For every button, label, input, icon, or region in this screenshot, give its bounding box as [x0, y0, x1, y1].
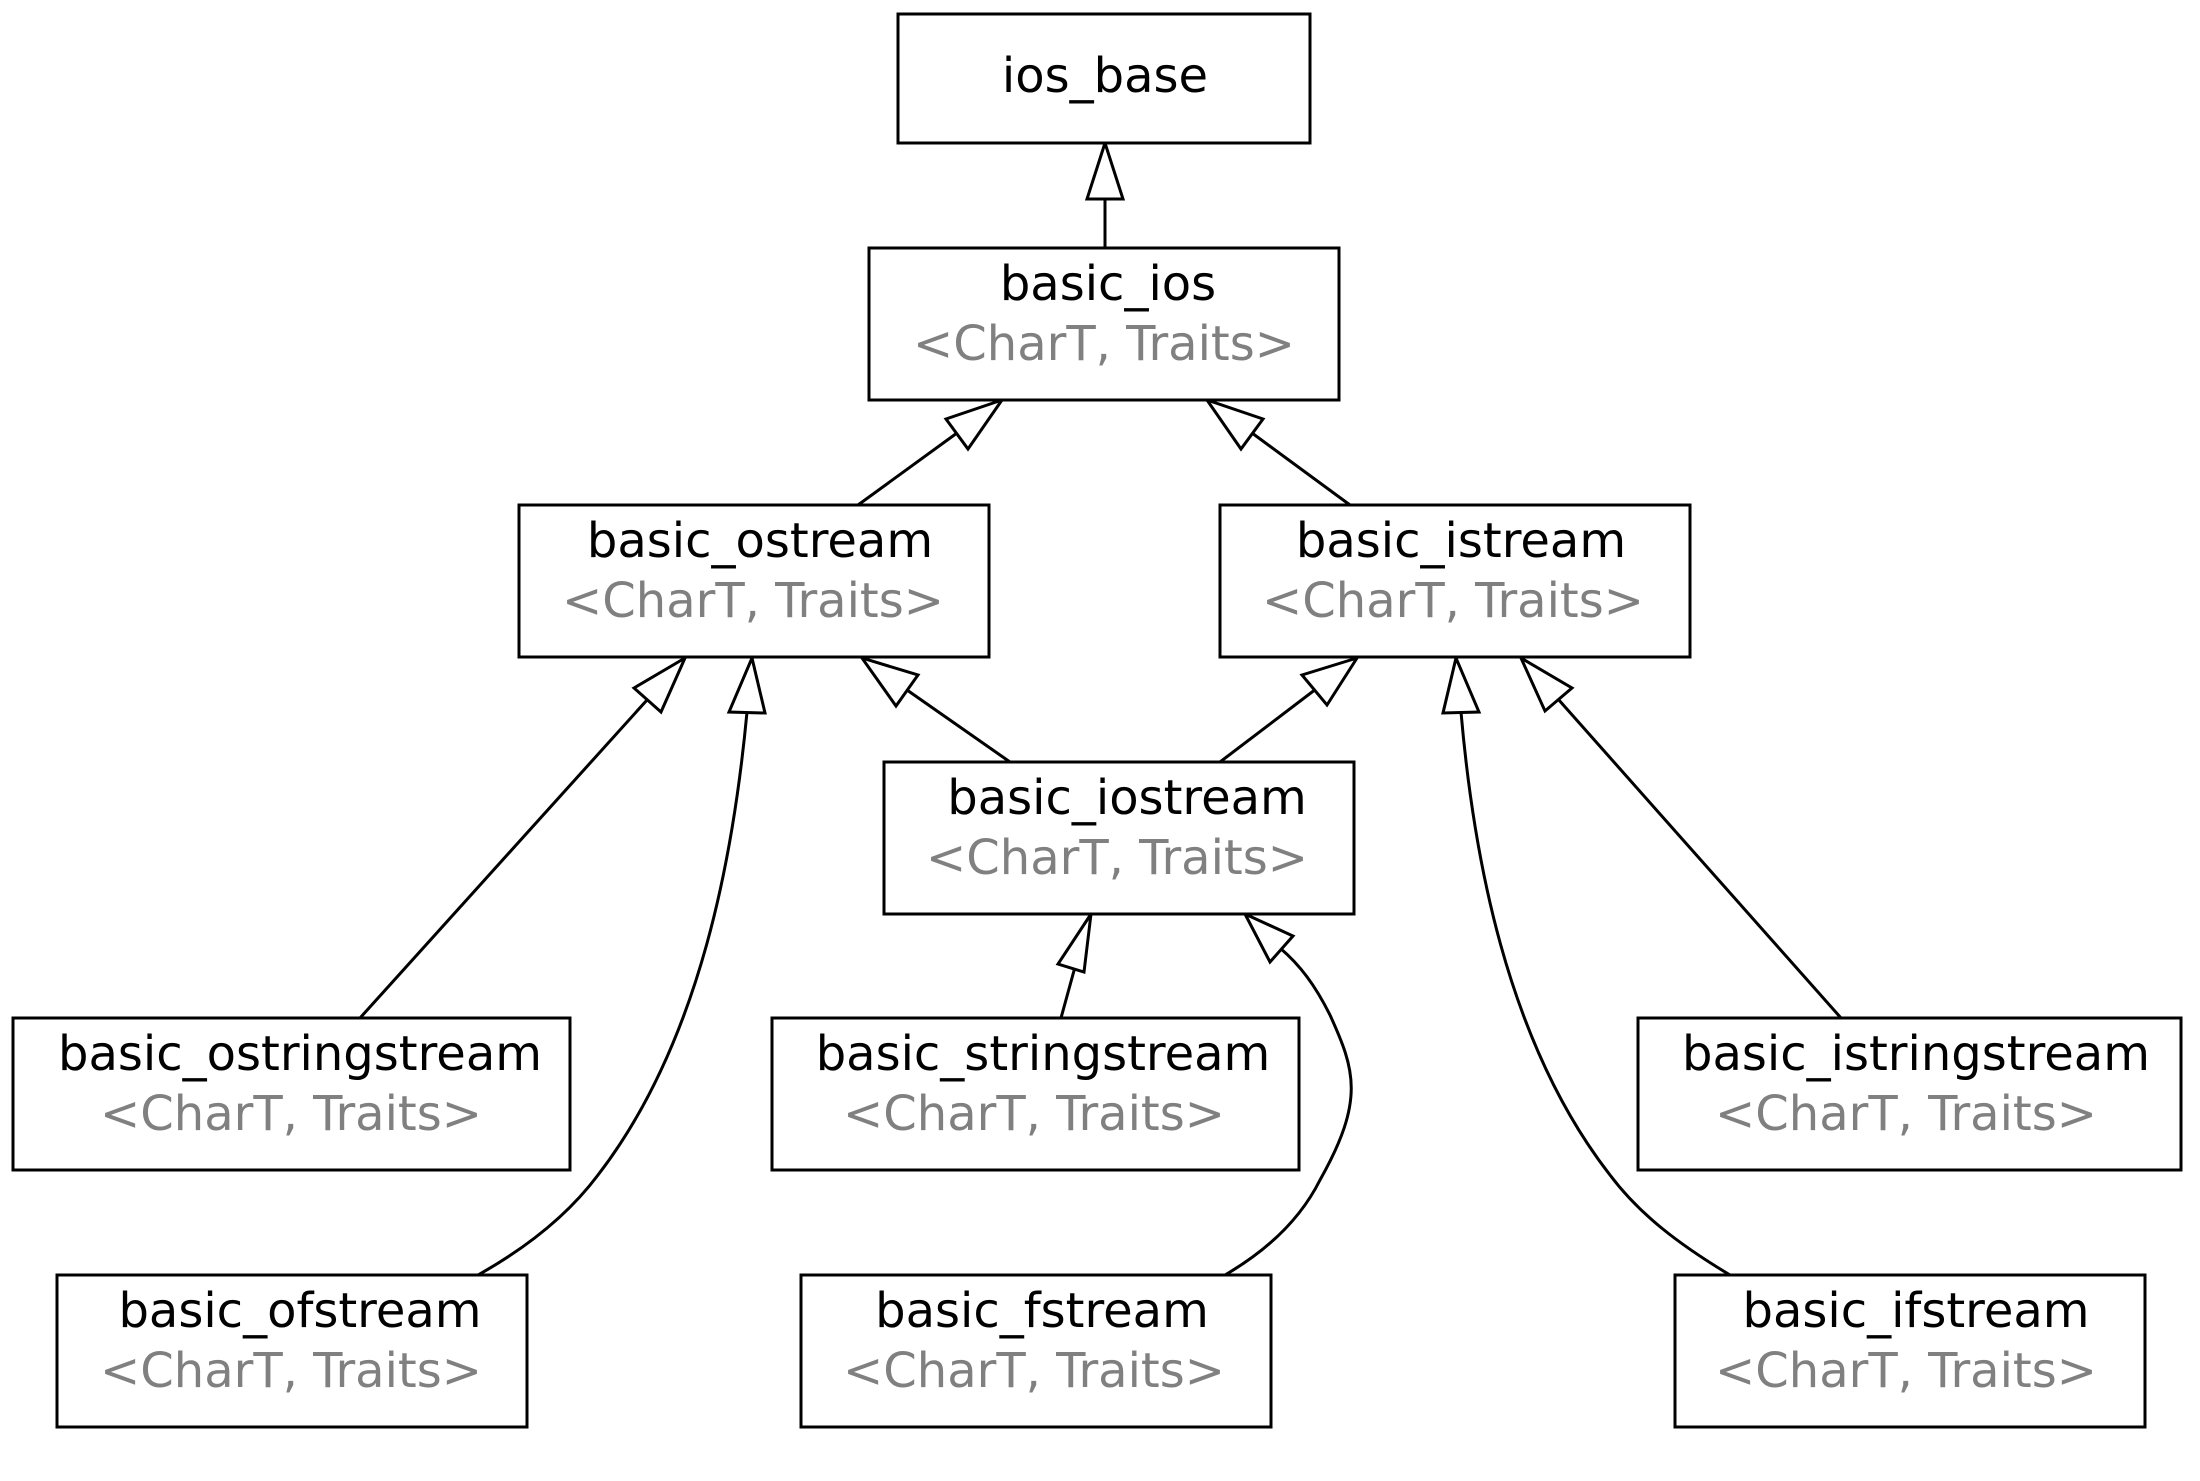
class-node-basic-istream[interactable]: basic_istream <CharT, Traits> [1218, 503, 1692, 659]
edge-basic-stringstream-to-basic-iostream [1055, 913, 1093, 1019]
class-name: basic_ofstream [118, 1283, 481, 1339]
edge-basic-iostream-to-basic-istream [1219, 655, 1361, 764]
template-params: <CharT, Traits> [1262, 573, 1644, 629]
class-name: basic_ios [1000, 256, 1216, 312]
edges [358, 138, 1843, 1277]
template-params: <CharT, Traits> [843, 1086, 1225, 1142]
class-node-basic-istringstream[interactable]: basic_istringstream <CharT, Traits> [1636, 1016, 2183, 1172]
edge-line [1059, 966, 1077, 1019]
edge-basic-ofstream-to-basic-ostream [477, 653, 767, 1277]
edge-basic-iostream-to-basic-ostream [858, 655, 1011, 764]
template-params: <CharT, Traits> [1715, 1086, 2097, 1142]
inheritance-arrow-icon [631, 654, 689, 715]
template-params: <CharT, Traits> [100, 1343, 482, 1399]
class-name: basic_ifstream [1742, 1283, 2089, 1339]
edge-line [358, 698, 649, 1020]
inheritance-arrow-icon [1241, 910, 1296, 965]
edge-line [1556, 698, 1843, 1019]
class-node-basic-stringstream[interactable]: basic_stringstream <CharT, Traits> [770, 1016, 1301, 1172]
template-params: <CharT, Traits> [843, 1343, 1225, 1399]
template-params: <CharT, Traits> [1715, 1343, 2097, 1399]
class-node-basic-ios[interactable]: basic_ios <CharT, Traits> [867, 246, 1341, 402]
edge-basic-istringstream-to-basic-istream [1517, 654, 1843, 1019]
template-params: <CharT, Traits> [562, 573, 944, 629]
inheritance-arrow-icon [726, 653, 767, 715]
class-node-basic-ostream[interactable]: basic_ostream <CharT, Traits> [517, 503, 991, 659]
inheritance-arrow-icon [1299, 655, 1361, 708]
class-name: basic_ostream [587, 513, 933, 569]
inheritance-arrow-icon [1055, 913, 1093, 974]
template-params: <CharT, Traits> [100, 1086, 482, 1142]
class-node-basic-ofstream[interactable]: basic_ofstream <CharT, Traits> [55, 1273, 529, 1429]
edge-line [1459, 711, 1731, 1277]
edge-line [477, 711, 749, 1277]
edge-basic-ostringstream-to-basic-ostream [358, 654, 689, 1020]
nodes: ios_base basic_ios <CharT, Traits> basic… [11, 12, 2183, 1429]
edge-basic-ostream-to-basic-ios [857, 397, 1006, 507]
class-name: basic_stringstream [816, 1026, 1271, 1082]
class-name: basic_fstream [875, 1283, 1209, 1339]
inheritance-arrow-icon [858, 655, 921, 709]
class-name: basic_istream [1296, 513, 1626, 569]
class-name: basic_iostream [947, 770, 1307, 826]
edge-line [1251, 431, 1351, 507]
edge-basic-ifstream-to-basic-istream [1441, 653, 1731, 1277]
class-node-basic-ifstream[interactable]: basic_ifstream <CharT, Traits> [1673, 1273, 2147, 1429]
inheritance-arrow-icon [1203, 397, 1266, 452]
inheritance-arrow-icon [943, 397, 1006, 452]
inheritance-arrow-icon [1084, 138, 1126, 201]
inheritance-arrow-icon [1441, 653, 1482, 715]
class-name: basic_istringstream [1682, 1026, 2150, 1082]
class-node-basic-ostringstream[interactable]: basic_ostringstream <CharT, Traits> [11, 1016, 572, 1172]
inheritance-arrow-icon [1517, 654, 1575, 714]
class-node-basic-iostream[interactable]: basic_iostream <CharT, Traits> [882, 760, 1356, 916]
class-name: basic_ostringstream [58, 1026, 542, 1082]
template-params: <CharT, Traits> [913, 316, 1295, 372]
template-params: <CharT, Traits> [926, 830, 1308, 886]
edge-basic-fstream-to-basic-iostream [1224, 910, 1353, 1277]
class-node-basic-fstream[interactable]: basic_fstream <CharT, Traits> [799, 1273, 1273, 1429]
edge-line [1219, 687, 1317, 764]
edge-basic-ios-to-ios-base [1084, 138, 1126, 248]
edge-basic-istream-to-basic-ios [1203, 397, 1351, 507]
edge-line [906, 688, 1011, 764]
edge-line [857, 431, 958, 507]
class-node-ios-base[interactable]: ios_base [896, 12, 1312, 145]
class-name: ios_base [1002, 48, 1208, 104]
edge-line [1224, 946, 1353, 1277]
